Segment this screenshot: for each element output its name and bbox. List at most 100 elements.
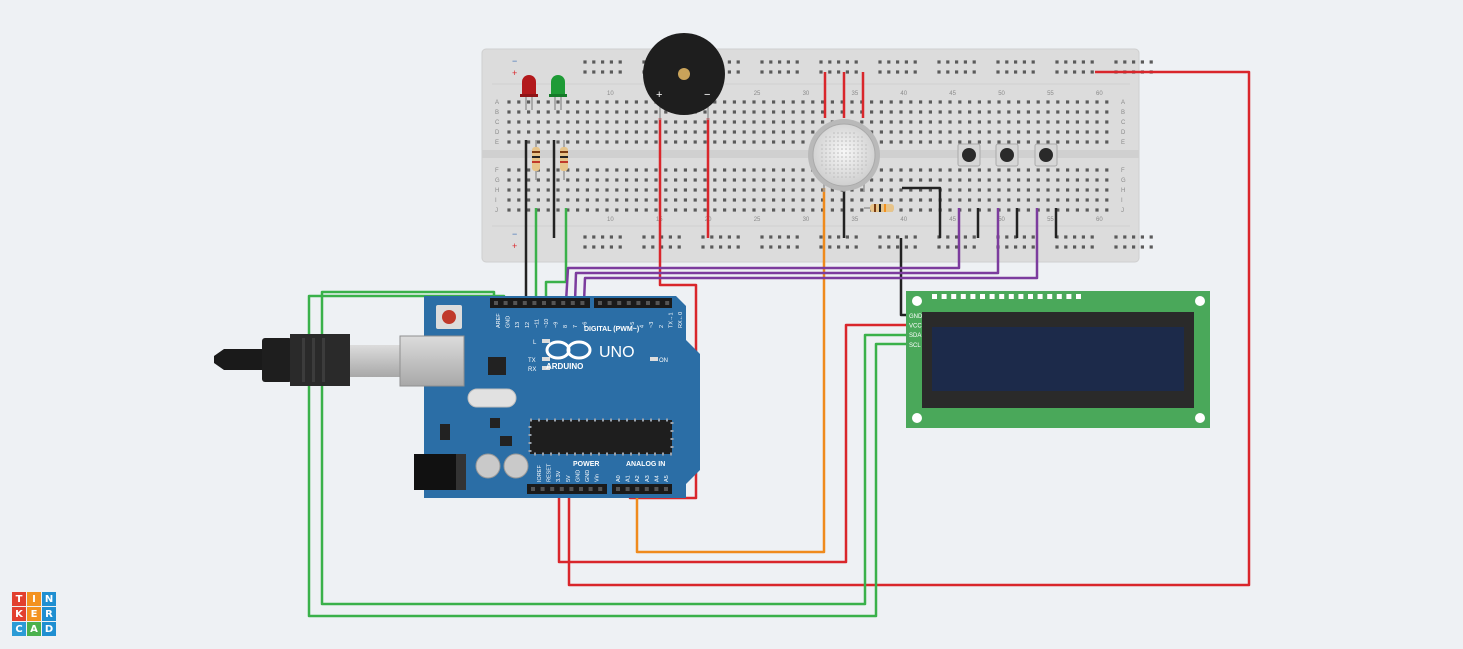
- bb-row-letter: F: [1121, 168, 1125, 174]
- bb-col-number: 30: [803, 91, 810, 97]
- arduino-logo-text: ARDUINO: [546, 362, 583, 371]
- bb-col-number: 25: [754, 91, 761, 97]
- bb-col-number: 30: [803, 217, 810, 223]
- push-button-1[interactable]: [957, 143, 981, 167]
- led-tx-label: TX: [528, 358, 536, 364]
- wire-black-lcd-gnd[interactable]: [899, 238, 906, 317]
- resistor-3[interactable]: [864, 204, 894, 212]
- bb-col-number: 60: [1096, 91, 1103, 97]
- pin-label: RX←0: [678, 312, 684, 328]
- power-label: POWER: [573, 461, 599, 468]
- bb-row-letter: G: [495, 178, 500, 184]
- bb-col-number: 60: [1096, 217, 1103, 223]
- logo-letter: I: [27, 592, 41, 606]
- push-button-2[interactable]: [995, 143, 1019, 167]
- bb-row-letter: F: [495, 168, 499, 174]
- lcd-pin-label: VCC: [909, 324, 922, 330]
- wire-black-btn-bridge[interactable]: [902, 186, 942, 238]
- bb-col-number: 55: [1047, 217, 1054, 223]
- pin-label: ~6: [582, 322, 588, 328]
- lcd-16x2[interactable]: GND VCC SDA SCL: [906, 291, 1210, 428]
- bb-row-letter: D: [1121, 130, 1126, 136]
- pin-label: A1: [626, 475, 632, 482]
- pin-label: ~9: [554, 322, 560, 328]
- pin-label: Vin: [595, 474, 601, 482]
- pin-label: A0: [616, 475, 622, 482]
- bb-row-letter: B: [495, 110, 499, 116]
- lcd-pin-label: SDA: [909, 333, 921, 339]
- pin-label: 3.3V: [556, 470, 562, 482]
- bb-row-letter: H: [495, 188, 499, 194]
- resistor-2[interactable]: [560, 140, 568, 180]
- bb-row-letter: I: [1121, 198, 1123, 204]
- pin-label: 4: [640, 325, 646, 328]
- led-l-label: L: [533, 340, 537, 346]
- rail-plus-top: +: [512, 68, 517, 78]
- bb-row-letter: J: [495, 208, 498, 214]
- wire-red-5v-rail[interactable]: [567, 70, 1251, 587]
- bb-row-letter: I: [495, 198, 497, 204]
- bb-col-number: 45: [949, 91, 956, 97]
- wire-orange-gas-analog[interactable]: [635, 188, 826, 554]
- bb-row-letter: H: [1121, 188, 1125, 194]
- logo-letter: D: [42, 622, 56, 636]
- bb-row-letter: A: [1121, 100, 1125, 106]
- wire-green-led-2[interactable]: [544, 208, 568, 302]
- arduino-uno[interactable]: L TX RX ON ARDUINO UNO DIGITAL (PWM~) PO…: [399, 296, 700, 498]
- usb-cable[interactable]: [214, 334, 400, 386]
- rail-minus-bottom: −: [512, 229, 517, 239]
- pin-label: A4: [654, 475, 660, 482]
- lcd-pin-label: GND: [909, 314, 923, 320]
- arduino-model: UNO: [599, 344, 635, 361]
- wire-purple-btn-3[interactable]: [582, 208, 1039, 303]
- bb-col-number: 50: [998, 91, 1005, 97]
- lcd-header-pads: [932, 294, 1081, 299]
- bb-col-number: 50: [998, 217, 1005, 223]
- pin-label: ~11: [534, 319, 540, 328]
- bb-row-letter: G: [1121, 178, 1126, 184]
- pin-label: IOREF: [537, 465, 543, 482]
- digital-label: DIGITAL (PWM~): [584, 326, 639, 333]
- logo-letter: A: [27, 622, 41, 636]
- wire-green-lcd-sda[interactable]: [320, 290, 906, 606]
- bb-row-letter: E: [495, 140, 499, 146]
- analog-label: ANALOG IN: [626, 461, 665, 468]
- pin-label: TX→1: [668, 312, 674, 328]
- pin-label: ~5: [630, 322, 636, 328]
- pin-label: 7: [573, 325, 579, 328]
- bb-col-number: 10: [607, 91, 614, 97]
- bb-row-letter: D: [495, 130, 500, 136]
- logo-letter: N: [42, 592, 56, 606]
- logo-letter: R: [42, 607, 56, 621]
- wire-purple-btn-2[interactable]: [573, 208, 1000, 303]
- pin-label: 5V: [566, 475, 572, 482]
- bb-col-number: 25: [754, 217, 761, 223]
- logo-letter: K: [12, 607, 26, 621]
- led-green[interactable]: [549, 75, 567, 110]
- breadboard-labels: 1015202530354045505560101520253035404550…: [495, 91, 1126, 223]
- piezo-buzzer[interactable]: + −: [643, 33, 725, 120]
- pin-label: RESET: [547, 463, 553, 482]
- wire-red-lcd-vcc[interactable]: [557, 323, 906, 564]
- gas-sensor-mesh: [821, 132, 867, 178]
- led-on-label: ON: [659, 358, 668, 364]
- wire-purple-btn-1[interactable]: [564, 208, 961, 303]
- push-button-3[interactable]: [1034, 143, 1058, 167]
- resistor-1[interactable]: [532, 140, 540, 180]
- rail-plus-bottom: +: [512, 241, 517, 251]
- led-red[interactable]: [520, 75, 538, 110]
- lcd-pin-labels: GND VCC SDA SCL: [909, 314, 923, 349]
- pin-label: A2: [635, 475, 641, 482]
- pin-label: AREF: [496, 313, 502, 328]
- bb-col-number: 35: [852, 217, 859, 223]
- arduino-logo-icon: [545, 340, 592, 360]
- bb-col-number: 10: [607, 217, 614, 223]
- bb-col-number: 45: [949, 217, 956, 223]
- logo-letter: T: [12, 592, 26, 606]
- lcd-pin-label: SCL: [909, 343, 921, 349]
- logo-letter: C: [12, 622, 26, 636]
- gas-sensor[interactable]: [808, 119, 880, 192]
